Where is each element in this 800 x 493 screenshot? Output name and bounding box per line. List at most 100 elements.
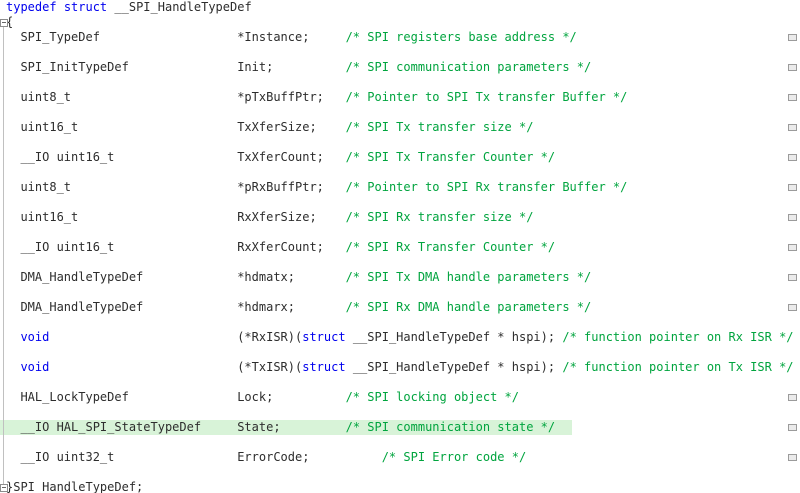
code-token: DMA_HandleTypeDef	[6, 300, 144, 314]
code-token: *pRxBuffPtr;	[237, 180, 324, 194]
code-line: __IO uint16_t RxXferCount; /* SPI Rx Tra…	[0, 240, 800, 255]
comment-token: /* SPI communication state */	[345, 420, 556, 434]
code-token	[6, 360, 20, 374]
code-line: }SPI_HandleTypeDef;	[0, 480, 800, 493]
code-line: DMA_HandleTypeDef *hdmarx; /* SPI Rx DMA…	[0, 300, 800, 315]
code-token: __SPI_HandleTypeDef	[107, 0, 252, 14]
code-token: __IO uint16_t	[6, 150, 115, 164]
overview-ruler-mark[interactable]	[788, 124, 797, 131]
code-token: *pTxBuffPtr;	[237, 90, 324, 104]
comment-token: /* SPI communication parameters */	[345, 60, 592, 74]
comment-token: /* SPI locking object */	[345, 390, 519, 404]
code-line: SPI_TypeDef *Instance; /* SPI registers …	[0, 30, 800, 45]
overview-ruler-mark[interactable]	[788, 64, 797, 71]
code-line: __IO HAL_SPI_StateTypeDef State; /* SPI …	[0, 420, 800, 435]
blank-line	[0, 465, 800, 480]
code-token: __SPI_HandleTypeDef * hspi);	[345, 330, 563, 344]
comment-token: /* function pointer on Tx ISR */	[562, 360, 794, 374]
fold-collapse-icon[interactable]	[0, 19, 8, 27]
comment-token: /* SPI Tx Transfer Counter */	[345, 150, 556, 164]
blank-line	[0, 345, 800, 360]
blank-line	[0, 375, 800, 390]
code-token: __SPI_HandleTypeDef * hspi);	[345, 360, 563, 374]
code-line: typedef struct __SPI_HandleTypeDef	[0, 0, 800, 15]
blank-line	[0, 105, 800, 120]
keyword-token: void	[20, 330, 50, 344]
comment-token: /* SPI Rx DMA handle parameters */	[345, 300, 592, 314]
comment-token: /* SPI Error code */	[381, 450, 527, 464]
code-token: *hdmarx;	[237, 300, 295, 314]
keyword-token: struct	[63, 0, 108, 14]
overview-ruler-mark[interactable]	[788, 34, 797, 41]
code-line: DMA_HandleTypeDef *hdmatx; /* SPI Tx DMA…	[0, 270, 800, 285]
code-token: Init;	[237, 60, 274, 74]
code-token: }SPI_HandleTypeDef;	[6, 480, 144, 493]
overview-ruler-mark[interactable]	[788, 274, 797, 281]
overview-ruler-mark[interactable]	[788, 154, 797, 161]
keyword-token: struct	[302, 330, 346, 344]
code-token: State;	[237, 420, 281, 434]
code-token: uint8_t	[6, 180, 72, 194]
comment-token: /* Pointer to SPI Tx transfer Buffer */	[345, 90, 628, 104]
code-line: __IO uint16_t TxXferCount; /* SPI Tx Tra…	[0, 150, 800, 165]
overview-ruler-mark[interactable]	[788, 304, 797, 311]
fold-scope-line	[3, 27, 4, 484]
overview-ruler-mark[interactable]	[788, 184, 797, 191]
overview-ruler-mark[interactable]	[788, 424, 797, 431]
overview-ruler-mark[interactable]	[788, 214, 797, 221]
code-line: uint8_t *pRxBuffPtr; /* Pointer to SPI R…	[0, 180, 800, 195]
keyword-token: void	[20, 360, 50, 374]
blank-line	[0, 315, 800, 330]
code-token: *Instance;	[237, 30, 310, 44]
code-line: uint16_t RxXferSize; /* SPI Rx transfer …	[0, 210, 800, 225]
code-line: uint16_t TxXferSize; /* SPI Tx transfer …	[0, 120, 800, 135]
comment-token: /* SPI registers base address */	[345, 30, 577, 44]
code-token: ErrorCode;	[237, 450, 310, 464]
code-token: __IO uint32_t	[6, 450, 115, 464]
overview-ruler-mark[interactable]	[788, 244, 797, 251]
blank-line	[0, 75, 800, 90]
comment-token: /* Pointer to SPI Rx transfer Buffer */	[345, 180, 628, 194]
blank-line	[0, 45, 800, 60]
comment-token: /* SPI Rx Transfer Counter */	[345, 240, 556, 254]
comment-token: /* SPI Tx transfer size */	[345, 120, 534, 134]
code-line: HAL_LockTypeDef Lock; /* SPI locking obj…	[0, 390, 800, 405]
code-token: uint8_t	[6, 90, 72, 104]
blank-line	[0, 255, 800, 270]
code-line: {	[0, 15, 800, 30]
code-token: RxXferSize;	[237, 210, 317, 224]
overview-ruler-mark[interactable]	[788, 394, 797, 401]
keyword-token: struct	[302, 360, 346, 374]
code-line: uint8_t *pTxBuffPtr; /* Pointer to SPI T…	[0, 90, 800, 105]
code-token: SPI_TypeDef	[6, 30, 100, 44]
code-token: TxXferSize;	[237, 120, 317, 134]
code-token: HAL_LockTypeDef	[6, 390, 129, 404]
keyword-token: typedef	[6, 0, 57, 14]
blank-line	[0, 285, 800, 300]
blank-line	[0, 435, 800, 450]
comment-token: /* function pointer on Rx ISR */	[562, 330, 794, 344]
code-token: {	[6, 15, 14, 29]
code-token	[6, 330, 20, 344]
code-token: uint16_t	[6, 120, 79, 134]
overview-ruler-mark[interactable]	[788, 94, 797, 101]
code-token: DMA_HandleTypeDef	[6, 270, 144, 284]
comment-token: /* SPI Tx DMA handle parameters */	[345, 270, 592, 284]
code-token: SPI_InitTypeDef	[6, 60, 129, 74]
code-token: *hdmatx;	[237, 270, 295, 284]
code-line: void (*RxISR)(struct __SPI_HandleTypeDef…	[0, 330, 800, 345]
fold-end-icon[interactable]	[0, 484, 8, 492]
overview-ruler-mark[interactable]	[788, 454, 797, 461]
code-token: Lock;	[237, 390, 274, 404]
code-token: __IO uint16_t	[6, 240, 115, 254]
blank-line	[0, 165, 800, 180]
code-line: void (*TxISR)(struct __SPI_HandleTypeDef…	[0, 360, 800, 375]
code-token: (*TxISR)(	[237, 360, 303, 374]
code-line: SPI_InitTypeDef Init; /* SPI communicati…	[0, 60, 800, 75]
code-token: uint16_t	[6, 210, 79, 224]
code-token: __IO HAL_SPI_StateTypeDef	[6, 420, 202, 434]
code-token: RxXferCount;	[237, 240, 324, 254]
comment-token: /* SPI Rx transfer size */	[345, 210, 534, 224]
blank-line	[0, 135, 800, 150]
